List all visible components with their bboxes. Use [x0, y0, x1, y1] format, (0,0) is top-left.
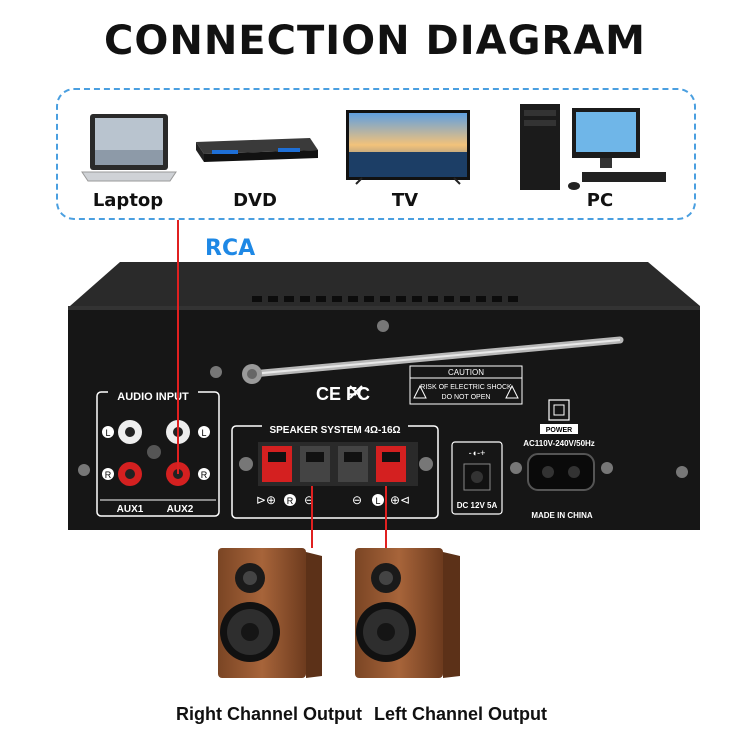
svg-text:RISK OF ELECTRIC SHOCK: RISK OF ELECTRIC SHOCK [420, 384, 512, 391]
audio-input-panel: AUDIO INPUT L L R R AUX1 AUX2 [96, 389, 220, 517]
svg-text:R: R [287, 496, 294, 506]
svg-text:⊕⊲: ⊕⊲ [390, 493, 410, 507]
svg-text:DO NOT OPEN: DO NOT OPEN [442, 394, 491, 401]
power-title: POWER [546, 427, 572, 434]
svg-text:-◖-+: -◖-+ [469, 448, 486, 458]
left-speaker [355, 548, 460, 678]
weee-bin-icon [349, 385, 363, 399]
laptop-icon [81, 114, 177, 182]
svg-text:L: L [375, 496, 380, 506]
source-label-tv: TV [391, 190, 419, 211]
aux1-label: AUX1 [117, 504, 144, 515]
svg-text:L: L [201, 428, 206, 438]
audio-input-title: AUDIO INPUT [117, 391, 189, 403]
power-spec: AC110V-240V/50Hz [523, 439, 595, 448]
source-devices-box [56, 88, 696, 220]
source-label-pc: PC [586, 190, 614, 211]
made-in-label: MADE IN CHINA [531, 511, 593, 520]
left-channel-output-label: Left Channel Output [374, 704, 547, 724]
ac-power-socket: POWER AC110V-240V/50Hz MADE IN CHINA [523, 399, 595, 520]
source-label-laptop: Laptop [92, 190, 164, 211]
svg-text:R: R [201, 470, 208, 480]
tv-icon [346, 110, 470, 185]
svg-text:⊳⊕: ⊳⊕ [256, 493, 276, 507]
fm-antenna [242, 336, 624, 384]
svg-text:⊖: ⊖ [352, 493, 362, 507]
svg-text:L: L [105, 428, 110, 438]
right-channel-output-label: Right Channel Output [176, 704, 362, 724]
page-title: CONNECTION DIAGRAM [103, 18, 646, 64]
source-devices-illustration [81, 104, 666, 190]
speaker-system-title: SPEAKER SYSTEM 4Ω-16Ω [269, 425, 400, 436]
svg-text:⊖: ⊖ [304, 493, 314, 507]
svg-text:R: R [105, 470, 112, 480]
source-label-dvd: DVD [233, 190, 277, 211]
speaker-terminal-panel: SPEAKER SYSTEM 4Ω-16Ω ⊳⊕ R ⊖ ⊖ L ⊕⊲ [231, 422, 439, 519]
rca-connection-label: RCA [205, 236, 256, 261]
svg-text:CAUTION: CAUTION [448, 368, 484, 377]
desktop-pc-icon [520, 104, 666, 190]
aux2-label: AUX2 [167, 504, 194, 515]
dc-power-jack: -◖-+ DC 12V 5A [451, 441, 503, 515]
caution-label: CAUTION RISK OF ELECTRIC SHOCK DO NOT OP… [409, 365, 523, 405]
right-speaker [218, 548, 322, 678]
dc-spec-label: DC 12V 5A [457, 501, 498, 510]
cert-marks: CE FC [316, 384, 370, 404]
dvd-player-icon [196, 138, 318, 162]
